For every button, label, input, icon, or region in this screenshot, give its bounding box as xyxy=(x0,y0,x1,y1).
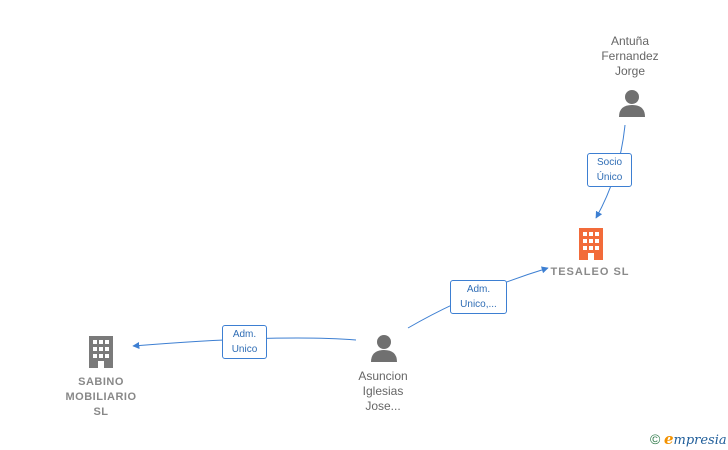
company-name-line: SL xyxy=(93,406,109,418)
edge-label-line: Único xyxy=(596,172,623,183)
edge-label-adm-unico-tesaleo[interactable]: Adm. Unico,... xyxy=(450,280,507,314)
company-label-sabino[interactable]: SABINO MOBILIARIO SL xyxy=(56,375,146,420)
person-icon[interactable] xyxy=(617,88,647,118)
logo-e: e xyxy=(663,430,674,448)
edge-label-socio-unico[interactable]: Socio Único xyxy=(587,153,632,187)
person-name-line: Iglesias xyxy=(362,384,404,398)
person-name-line: Jose... xyxy=(365,399,401,413)
copyright-symbol: © xyxy=(650,431,661,447)
company-name-line: MOBILIARIO xyxy=(65,391,137,403)
edge-label-line: Adm. xyxy=(232,329,257,340)
edge-label-line: Unico,... xyxy=(460,299,497,310)
edge-label-line: Adm. xyxy=(466,284,491,295)
logo-text: mpresia xyxy=(673,433,727,448)
edge-label-adm-unico-sabino[interactable]: Adm. Unico xyxy=(222,325,267,359)
edge-label-line: Socio xyxy=(596,157,622,168)
building-icon[interactable] xyxy=(86,335,116,369)
person-name-line: Jorge xyxy=(614,64,646,78)
person-label-antuna[interactable]: Antuña Fernandez Jorge xyxy=(590,34,670,79)
person-name-line: Asuncion xyxy=(358,369,408,383)
person-label-asuncion[interactable]: Asuncion Iglesias Jose... xyxy=(341,369,425,414)
building-icon[interactable] xyxy=(576,227,606,261)
person-name-line: Antuña xyxy=(610,34,650,48)
company-label-tesaleo[interactable]: TESALEO SL xyxy=(550,266,630,278)
company-name-line: SABINO xyxy=(78,376,124,388)
person-icon[interactable] xyxy=(369,333,399,363)
edge-label-line: Unico xyxy=(231,344,258,355)
empresia-logo: © empresia xyxy=(650,430,727,448)
person-name-line: Fernandez xyxy=(601,49,659,63)
